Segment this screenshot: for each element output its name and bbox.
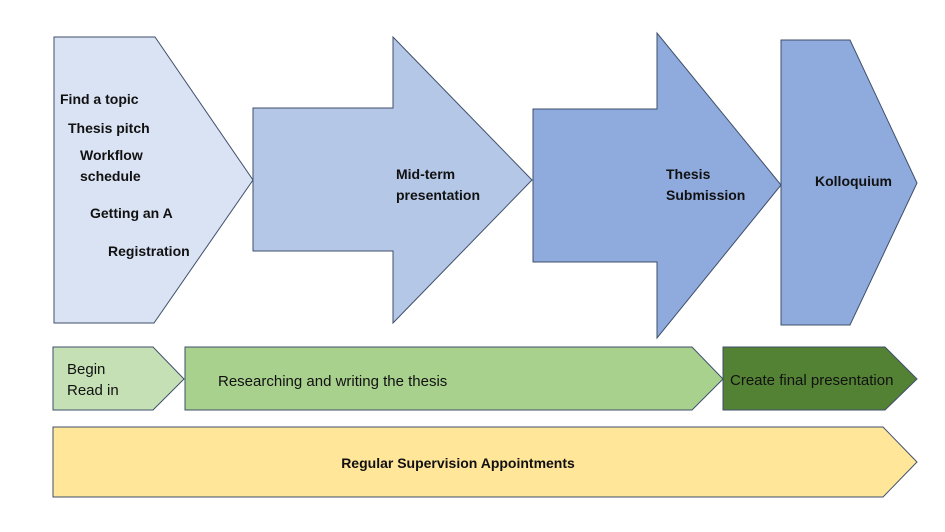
phase-begin-label: Begin: [67, 361, 105, 378]
stage-preparation-item: schedule: [80, 168, 141, 184]
stage-preparation-item: Thesis pitch: [68, 120, 150, 136]
phase-begin-label: Read in: [67, 382, 119, 399]
stage-submission-arrow: [532, 31, 782, 340]
stage-preparation-shape: [53, 36, 254, 324]
phase-research-label: Researching and writing the thesis: [218, 373, 447, 390]
stage-kolloquium-label: Kolloquium: [815, 173, 892, 189]
stage-preparation: Find a topic Thesis pitch Workflow sched…: [53, 36, 254, 324]
phase-final: Create final presentation: [722, 346, 918, 411]
supervision-bar: Regular Supervision Appointments: [52, 426, 918, 498]
stage-preparation-item: Workflow: [80, 147, 143, 163]
stage-preparation-item: Registration: [108, 243, 190, 259]
phase-research-shape: [184, 346, 724, 411]
stage-submission-label: Thesis: [666, 166, 711, 182]
stage-mid-term-label: Mid-term: [396, 166, 455, 182]
stage-mid-term-label: presentation: [396, 187, 480, 203]
phase-research: Researching and writing the thesis: [184, 346, 724, 411]
stage-preparation-item: Find a topic: [60, 91, 139, 107]
stage-kolloquium-shape: [780, 39, 918, 326]
stage-preparation-item: Getting an A: [90, 205, 173, 221]
supervision-label: Regular Supervision Appointments: [341, 455, 575, 471]
stage-mid-term: Mid-term presentation: [252, 35, 533, 325]
phase-begin: Begin Read in: [52, 346, 185, 411]
supervision-shape: [52, 426, 918, 498]
phase-final-shape: [722, 346, 918, 411]
stage-submission-label: Submission: [666, 187, 745, 203]
phase-begin-shape: [52, 346, 185, 411]
phase-final-label: Create final presentation: [730, 372, 893, 389]
stage-submission: Thesis Submission: [532, 31, 782, 340]
stage-kolloquium: Kolloquium: [780, 39, 918, 326]
stage-mid-term-arrow: [252, 35, 533, 325]
